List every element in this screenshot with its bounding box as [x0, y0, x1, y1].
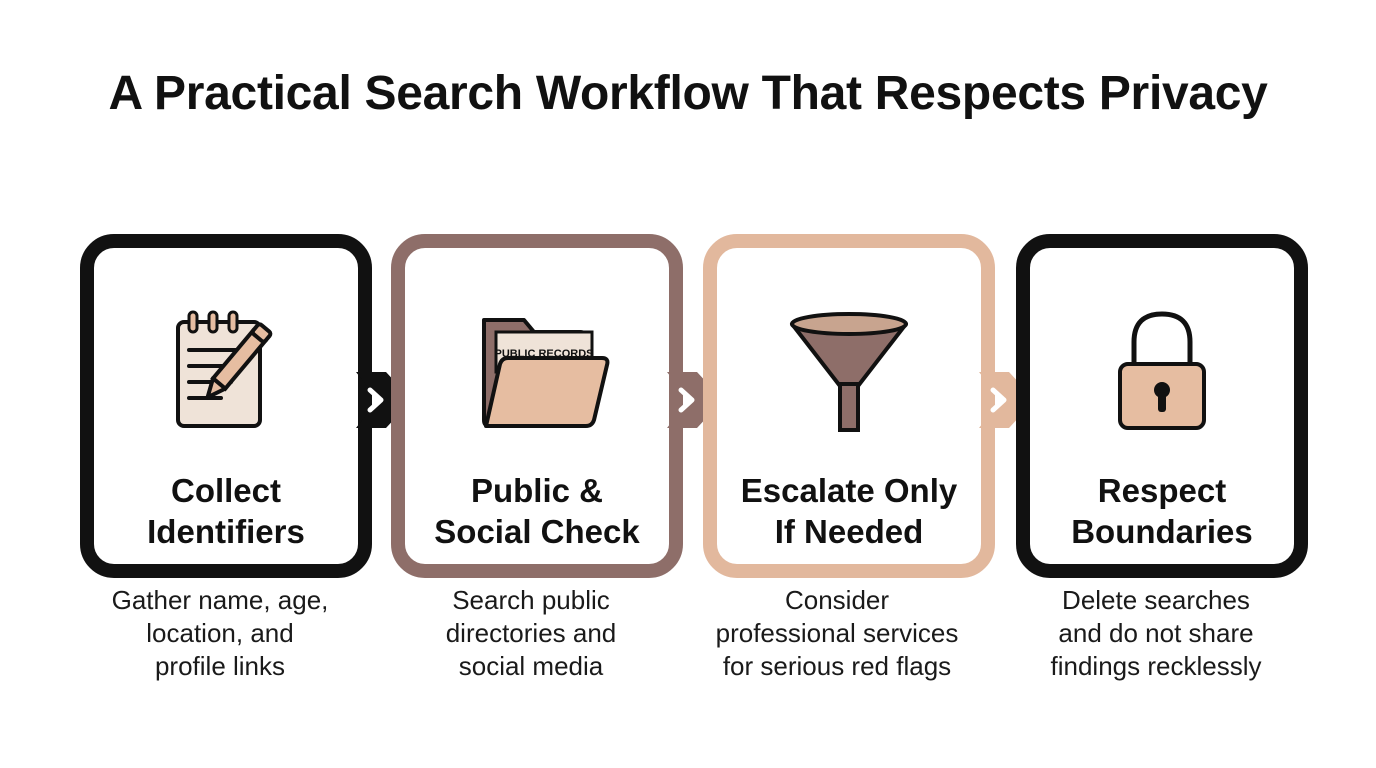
step-title: Public & Social Check — [434, 472, 640, 550]
folder-icon: PUBLIC RECORDS — [482, 318, 610, 428]
page-title: A Practical Search Workflow That Respect… — [108, 67, 1268, 120]
notepad-pencil-icon — [176, 310, 273, 428]
step-description-escalate-only-if-needed: Consider professional services for serio… — [715, 585, 959, 681]
step-title: Respect Boundaries — [1071, 472, 1253, 550]
padlock-icon — [1118, 311, 1206, 430]
step-card-collect-identifiers: Collect Identifiers — [80, 234, 372, 578]
step-description-public-social-check: Search public directories and social med… — [445, 585, 617, 681]
step-card-respect-boundaries: Respect Boundaries — [1016, 234, 1308, 578]
funnel-icon — [790, 312, 908, 432]
step-title: Escalate Only If Needed — [740, 472, 958, 550]
step-card-escalate-only-if-needed: Escalate Only If Needed — [703, 234, 995, 578]
step-title: Collect Identifiers — [147, 472, 305, 550]
step-card-public-social-check: PUBLIC RECORDS Public & Social Check — [391, 234, 683, 578]
step-description-respect-boundaries: Delete searches and do not share finding… — [1050, 585, 1262, 681]
step-description-collect-identifiers: Gather name, age, location, and profile … — [111, 585, 329, 681]
